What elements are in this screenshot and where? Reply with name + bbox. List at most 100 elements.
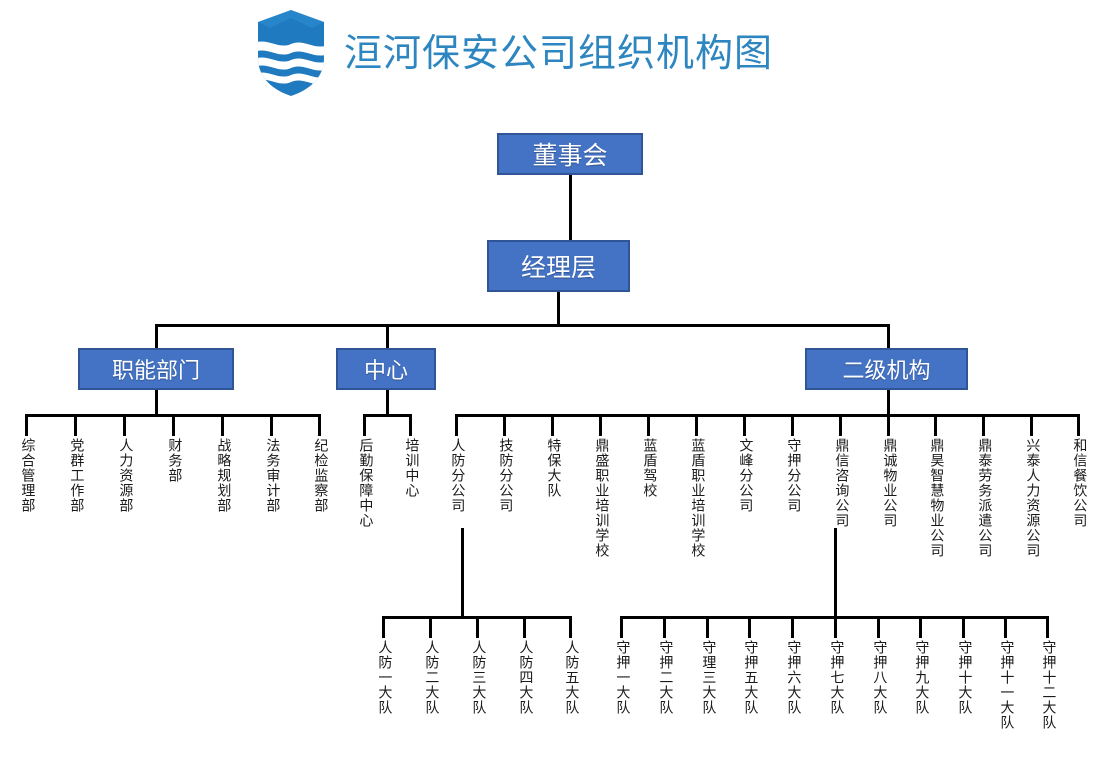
tick-shouya-9 [1004,616,1007,638]
tick-renfang-0 [382,616,385,638]
leaf-secondary-9[interactable]: 鼎诚物业公司 [881,438,898,528]
node-management[interactable]: 经理层 [487,240,630,292]
tick-functional-6 [318,414,321,436]
leaf-shouya-7[interactable]: 守押九大队 [913,640,930,715]
leaf-secondary-4[interactable]: 蓝盾驾校 [641,438,658,498]
tick-renfang-2 [476,616,479,638]
leaf-functional-3[interactable]: 财务部 [166,438,183,483]
leaf-shouya-5[interactable]: 守押七大队 [828,640,845,715]
tick-secondary-6 [743,414,746,436]
leaf-functional-5[interactable]: 法务审计部 [264,438,281,513]
leaf-secondary-7[interactable]: 守押分公司 [785,438,802,513]
leaf-shouya-10[interactable]: 守押十二大队 [1040,640,1057,730]
leaf-functional-4[interactable]: 战略规划部 [215,438,232,513]
leaf-secondary-1[interactable]: 技防分公司 [497,438,514,513]
leaf-secondary-0[interactable]: 人防分公司 [449,438,466,513]
tick-secondary-12 [1030,414,1033,436]
tick-renfang-1 [429,616,432,638]
tick-secondary-13 [1077,414,1080,436]
node-center[interactable]: 中心 [336,348,436,390]
tick-shouya-10 [1046,616,1049,638]
tick-secondary-5 [695,414,698,436]
tick-functional-1 [74,414,77,436]
connector-board-to-management [569,175,572,240]
tick-secondary-0 [455,414,458,436]
tick-center-1 [409,414,412,436]
leaf-functional-0[interactable]: 综合管理部 [19,438,36,513]
tick-secondary-8 [839,414,842,436]
bus-level3 [155,324,890,327]
page-title: 洹河保安公司组织机构图 [344,31,774,75]
connector-shouya-drop [834,528,837,617]
tick-secondary-11 [982,414,985,436]
leaf-shouya-3[interactable]: 守押五大队 [742,640,759,715]
tick-secondary-1 [503,414,506,436]
leaf-shouya-1[interactable]: 守押二大队 [657,640,674,715]
leaf-renfang-4[interactable]: 人防五大队 [563,640,580,715]
tick-shouya-7 [919,616,922,638]
tick-shouya-6 [877,616,880,638]
tick-secondary-7 [791,414,794,436]
tick-center-0 [363,414,366,436]
tick-secondary-2 [551,414,554,436]
tick-secondary-3 [599,414,602,436]
tick-secondary-4 [647,414,650,436]
leaf-shouya-8[interactable]: 守押十大队 [956,640,973,715]
leaf-secondary-2[interactable]: 特保大队 [545,438,562,498]
tick-functional-4 [221,414,224,436]
connector-renfang-drop [461,528,464,617]
bus-center [363,414,411,417]
shield-wave-logo-icon [258,10,324,96]
leaf-secondary-3[interactable]: 鼎盛职业培训学校 [593,438,610,558]
connector-bus-to-secondary [887,324,890,348]
leaf-functional-6[interactable]: 纪检监察部 [312,438,329,513]
leaf-renfang-2[interactable]: 人防三大队 [470,640,487,715]
node-board[interactable]: 董事会 [497,133,643,175]
bus-shouya [620,616,1047,619]
tick-shouya-8 [962,616,965,638]
connector-functional-drop [155,390,158,415]
tick-shouya-3 [748,616,751,638]
node-functional-departments[interactable]: 职能部门 [78,348,234,390]
tick-secondary-9 [887,414,890,436]
leaf-secondary-10[interactable]: 鼎昊智慧物业公司 [928,438,945,558]
leaf-secondary-5[interactable]: 蓝盾职业培训学校 [689,438,706,558]
leaf-shouya-0[interactable]: 守押一大队 [614,640,631,715]
leaf-shouya-6[interactable]: 守押八大队 [871,640,888,715]
leaf-secondary-6[interactable]: 文峰分公司 [737,438,754,513]
leaf-secondary-12[interactable]: 兴泰人力资源公司 [1024,438,1041,558]
tick-functional-0 [25,414,28,436]
tick-functional-2 [123,414,126,436]
node-secondary-institutions[interactable]: 二级机构 [805,348,968,390]
tick-renfang-3 [523,616,526,638]
tick-functional-5 [270,414,273,436]
connector-bus-to-center [386,324,389,348]
tick-shouya-2 [706,616,709,638]
leaf-center-1[interactable]: 培训中心 [403,438,420,498]
chart-header: 洹河保安公司组织机构图 [252,8,773,98]
tick-shouya-1 [663,616,666,638]
leaf-shouya-2[interactable]: 守理三大队 [700,640,717,715]
tick-shouya-0 [620,616,623,638]
bus-secondary [455,414,1078,417]
leaf-functional-1[interactable]: 党群工作部 [68,438,85,513]
tick-functional-3 [172,414,175,436]
connector-management-drop [557,292,560,325]
leaf-secondary-11[interactable]: 鼎泰劳务派遣公司 [976,438,993,558]
leaf-renfang-1[interactable]: 人防二大队 [423,640,440,715]
tick-shouya-4 [791,616,794,638]
leaf-shouya-4[interactable]: 守押六大队 [785,640,802,715]
leaf-shouya-9[interactable]: 守押十一大队 [998,640,1015,730]
connector-secondary-drop [887,390,890,415]
tick-renfang-4 [569,616,572,638]
connector-bus-to-functional [155,324,158,348]
leaf-center-0[interactable]: 后勤保障中心 [357,438,374,528]
connector-center-drop [386,390,389,415]
leaf-renfang-3[interactable]: 人防四大队 [517,640,534,715]
leaf-secondary-13[interactable]: 和信餐饮公司 [1071,438,1088,528]
leaf-renfang-0[interactable]: 人防一大队 [376,640,393,715]
leaf-functional-2[interactable]: 人力资源部 [117,438,134,513]
leaf-secondary-8[interactable]: 鼎信咨询公司 [833,438,850,528]
tick-shouya-5 [834,616,837,638]
